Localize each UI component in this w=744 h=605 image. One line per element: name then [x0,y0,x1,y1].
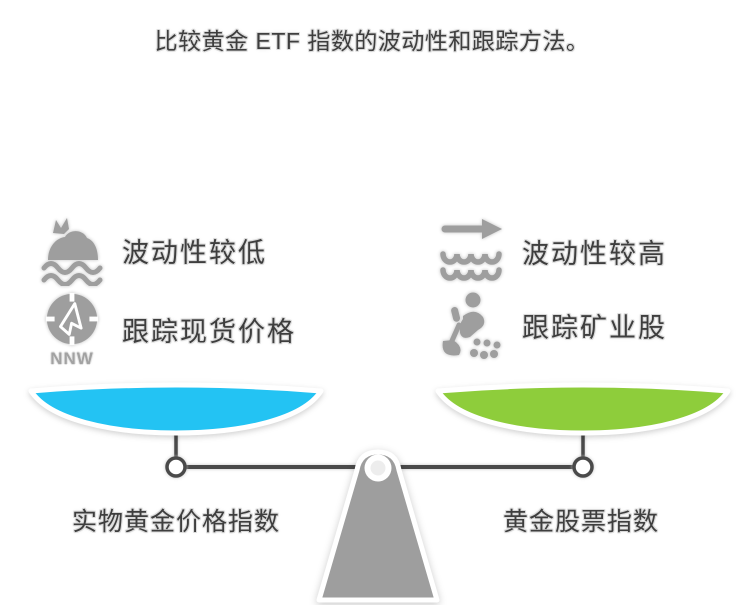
calm-sea-icon-svg [41,218,103,286]
left-pan-label: 实物黄金价格指数 [71,508,280,536]
fulcrum-hole-center [370,460,386,476]
feature-label-tracks-spot: 跟踪现货价格 [122,317,296,347]
feature-right-tracking: 跟踪矿业股 [436,288,667,362]
compass-icon-svg [45,292,99,346]
page-title: 比较黄金 ETF 指数的波动性和跟踪方法。 [154,28,590,54]
right-pan-label: 黄金股票指数 [502,508,659,536]
feature-label-high-volatility: 波动性较高 [522,238,667,269]
feature-label-tracks-miners: 跟踪矿业股 [522,312,667,343]
right-pan [435,382,731,436]
feature-right-volatility: 波动性较高 [436,216,667,286]
compass-direction-label: NNW [50,349,94,368]
current-arrow-waves-icon [436,216,508,286]
left-joint-ring [165,456,187,478]
feature-left-tracking: NNW 跟踪现货价格 [36,290,296,369]
calm-sea-icon [36,214,108,286]
miner-digging-icon-svg [442,292,501,359]
right-joint-ring [572,456,594,478]
current-arrow-waves-icon-svg [440,219,502,281]
left-pan [28,382,324,436]
feature-label-low-volatility: 波动性较低 [122,237,267,268]
compass-icon: NNW [36,290,108,369]
miner-digging-icon [436,288,508,362]
fulcrum [316,449,440,603]
feature-left-volatility: 波动性较低 [36,214,267,286]
